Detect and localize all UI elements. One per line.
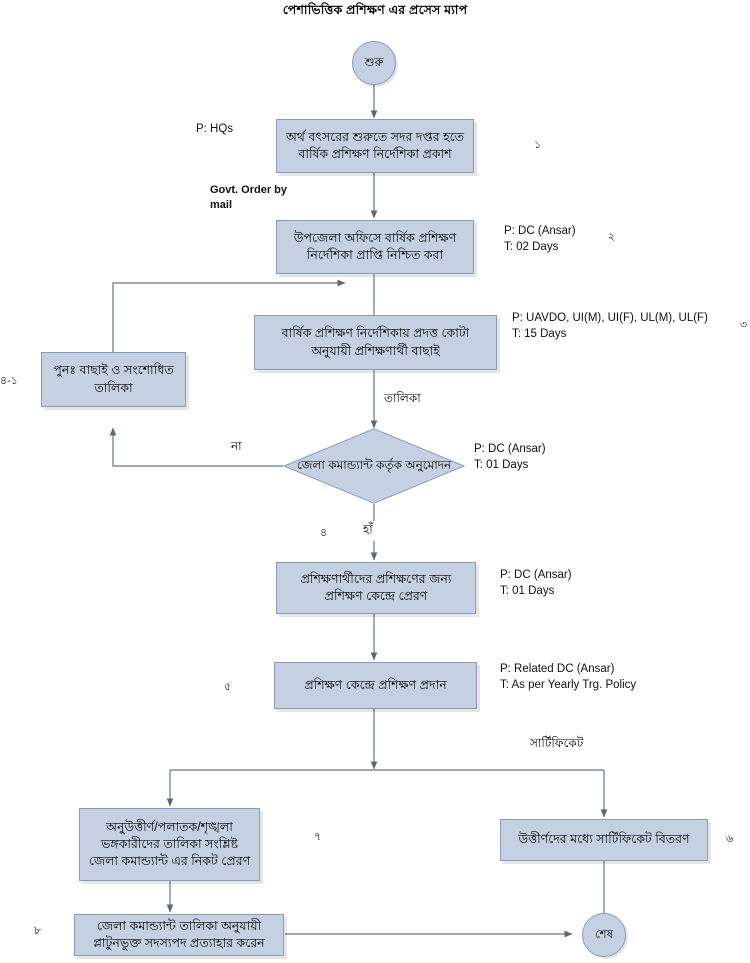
end-label: শেষ — [595, 928, 613, 941]
node-certificate-label: উত্তীর্ণদের মধ্যে সার্টিফিকেট বিতরণ — [518, 832, 690, 847]
annotation-govt-order: Govt. Order by mail — [210, 184, 288, 211]
edge-label-na: না — [229, 438, 244, 458]
step-number-6: ৬ — [726, 833, 734, 845]
node-box5-label: প্রশিক্ষণার্থীদের প্রশিক্ষণের জন্য প্রশি… — [300, 571, 452, 603]
node-rework-label: পুনঃ বাছাই ও সংশোধিত তালিকা — [53, 363, 174, 395]
annotation-dc-2days: P: DC (Ansar) T: 02 Days — [504, 225, 576, 253]
end-terminator[interactable]: শেষ — [582, 913, 626, 957]
edge-rework-to-box2 — [112, 279, 346, 352]
step-number-8: ৮ — [34, 925, 42, 937]
step-number-4: ৪ — [320, 527, 328, 539]
step-number-5: ৫ — [224, 681, 232, 693]
page-title: পেশাভিত্তিক প্রশিক্ষণ এর প্রসেস ম্যাপ — [282, 3, 468, 17]
node-box2-label: উপজেলা অফিসে বার্ষিক প্রশিক্ষণ নির্দেশিক… — [293, 230, 457, 262]
step-number-7: ৭ — [314, 831, 322, 843]
node-box5[interactable]: প্রশিক্ষণার্থীদের প্রশিক্ষণের জন্য প্রশি… — [276, 562, 476, 614]
node-box2[interactable]: উপজেলা অফিসে বার্ষিক প্রশিক্ষণ নির্দেশিক… — [276, 220, 474, 274]
annotation-related-dc: P: Related DC (Ansar) T: As per Yearly T… — [500, 663, 637, 691]
step-number-1: ১ — [534, 139, 542, 151]
annotation-dc-1days-send: P: DC (Ansar) T: 01 Days — [500, 569, 572, 597]
edge-decision-no-to-rework — [109, 427, 283, 467]
node-box8[interactable]: জেলা কমান্ড্যান্ট তালিকা অনুযায়ী প্লাটু… — [74, 914, 284, 956]
start-label: শুরু — [364, 56, 384, 69]
node-box3-label: বার্ষিক প্রশিক্ষণ নির্দেশিকায় প্রদত্ত ক… — [281, 326, 470, 358]
annotation-dc-1days-decision: P: DC (Ansar) T: 01 Days — [474, 443, 546, 471]
node-box6[interactable]: প্রশিক্ষণ কেন্দ্রে প্রশিক্ষণ প্রদান — [274, 662, 477, 709]
node-box7-label: অনুউত্তীর্ণ/পলাতক/শৃঙ্খলা ভঙ্গকারীদের তা… — [88, 819, 251, 869]
node-certificate-distribution[interactable]: উত্তীর্ণদের মধ্যে সার্টিফিকেট বিতরণ — [500, 819, 708, 861]
node-rework[interactable]: পুনঃ বাছাই ও সংশোধিত তালিকা — [41, 352, 186, 407]
annotation-uavdo-15days: P: UAVDO, UI(M), UI(F), UL(M), UL(F) T: … — [512, 312, 708, 340]
annotation-p-hqs: P: HQs — [196, 123, 234, 135]
step-number-2: ২ — [608, 231, 616, 243]
decision-diamond-shape — [283, 428, 465, 504]
start-terminator[interactable]: শুরু — [352, 41, 396, 85]
node-decision-approval[interactable]: জেলা কমান্ড্যান্ট কর্তৃক অনুমোদন — [283, 428, 465, 504]
edge-label-certificate: সার্টিফিকেট — [528, 735, 586, 755]
node-box1[interactable]: অর্থ বৎসরের শুরুতে সদর দপ্তর হতে বার্ষিক… — [276, 119, 474, 173]
node-box3[interactable]: বার্ষিক প্রশিক্ষণ নির্দেশিকায় প্রদত্ত ক… — [254, 315, 497, 370]
edge-label-ha: হাঁ — [361, 521, 375, 541]
node-box7[interactable]: অনুউত্তীর্ণ/পলাতক/শৃঙ্খলা ভঙ্গকারীদের তা… — [79, 808, 260, 881]
node-box1-label: অর্থ বৎসরের শুরুতে সদর দপ্তর হতে বার্ষিক… — [285, 129, 465, 161]
node-box6-label: প্রশিক্ষণ কেন্দ্রে প্রশিক্ষণ প্রদান — [304, 677, 447, 692]
step-number-3: ৩ — [740, 319, 748, 331]
node-decision-label: জেলা কমান্ড্যান্ট কর্তৃক অনুমোদন — [296, 458, 452, 473]
edge-label-talika: তালিকা — [382, 390, 423, 410]
step-number-4-1: ৪-১ — [0, 375, 18, 387]
node-box8-label: জেলা কমান্ড্যান্ট তালিকা অনুযায়ী প্লাটু… — [93, 918, 265, 950]
